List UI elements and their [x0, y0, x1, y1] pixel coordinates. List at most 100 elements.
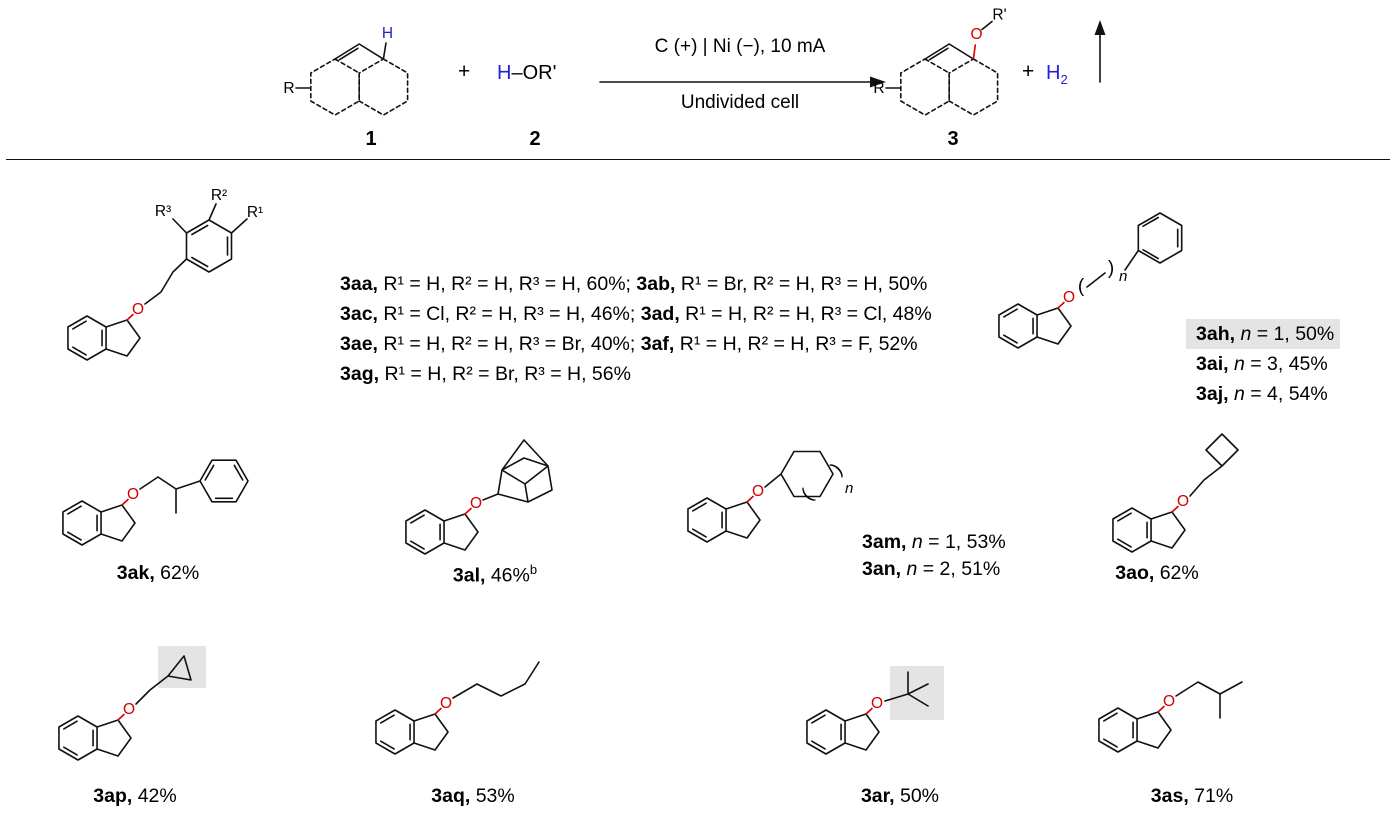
- o-rprime-bond: [981, 20, 993, 31]
- yield-text: 50%: [894, 785, 940, 807]
- up-arrow-head: [1094, 20, 1106, 35]
- tert-butyl-bonds: [884, 671, 929, 707]
- compound-label-3ao: 3ao, 62%: [1057, 562, 1257, 585]
- yield-text: = 1, 53%: [922, 531, 1006, 553]
- n-var: n: [906, 558, 918, 580]
- isobutyl-chain: [1175, 681, 1243, 719]
- r-group-label: R: [283, 80, 294, 97]
- structure-product-3: R O R': [873, 7, 1007, 116]
- open-paren: (: [1078, 276, 1085, 297]
- butyl-chain: [452, 661, 540, 699]
- compound-label-3aq: 3aq, 53%: [378, 785, 568, 808]
- n-var: n: [911, 531, 923, 553]
- compound-code: 3am,: [862, 531, 912, 553]
- o-atom-label: O: [123, 701, 135, 718]
- result-text: R¹ = H, R² = H, R³ = F, 52%: [679, 333, 918, 355]
- compound-code: 3aq,: [431, 785, 471, 807]
- yield-text: 62%: [154, 562, 200, 584]
- o-atom-label: O: [970, 26, 982, 43]
- allylic-h-label: H: [382, 25, 393, 42]
- result-text: R¹ = H, R² = H, R³ = Cl, 48%: [685, 303, 932, 325]
- structure-3ar: O: [806, 666, 944, 755]
- structure-3ah-core: O ( ) n: [998, 212, 1183, 349]
- compound-code: 3af,: [640, 333, 680, 355]
- compound-number-1: 1: [365, 128, 377, 150]
- result-text: R¹ = H, R² = H, R³ = H, 60%;: [383, 273, 637, 295]
- n-var: n: [1233, 383, 1245, 405]
- compound-code: 3as,: [1150, 785, 1189, 807]
- compound-code: 3ao,: [1115, 562, 1155, 584]
- structure-3aa-core: O R³ R² R¹: [67, 187, 263, 361]
- n-repeat-label: n: [845, 480, 853, 497]
- compound-code: 3an,: [862, 558, 907, 580]
- reagent-2-formula: H–OR': [497, 62, 556, 85]
- h2-byproduct-label: H2: [1046, 62, 1068, 87]
- aromatic-inner-bonds: [191, 224, 229, 268]
- footnote-marker: b: [529, 562, 538, 577]
- n-var: n: [1233, 353, 1245, 375]
- highlight-box: [890, 666, 944, 720]
- highlight-box: [158, 646, 206, 688]
- structure-3as: O: [1098, 681, 1243, 753]
- compound-code: 3ai,: [1196, 353, 1234, 375]
- phenyl-ring: [199, 459, 249, 503]
- open-paren: (: [797, 485, 817, 505]
- structure-3ak: O: [62, 459, 249, 546]
- result-text: = 1, 50%: [1251, 323, 1335, 345]
- result-3ah: 3ah, n = 1, 50%: [1186, 319, 1341, 349]
- n-var: n: [1240, 323, 1252, 345]
- result-text: R¹ = Br, R² = H, R³ = H, 50%: [680, 273, 928, 295]
- linker-and-substituent-bonds: [144, 203, 248, 305]
- compound-labels-3am-3an: 3am, n = 1, 53% 3an, n = 2, 51%: [862, 529, 1006, 583]
- result-text: = 3, 45%: [1244, 353, 1328, 375]
- compound-code: 3ak,: [116, 562, 155, 584]
- yield-text: = 2, 51%: [917, 558, 1001, 580]
- chain-and-cyclobutane: [1189, 433, 1239, 497]
- indane-skeleton: [998, 301, 1072, 349]
- compound-label-3ak: 3ak, 62%: [58, 562, 258, 585]
- chain-and-cyclopropane: [135, 655, 192, 705]
- n-repeat-label: n: [1119, 268, 1127, 285]
- result-text: R¹ = H, R² = H, R³ = Br, 40%;: [383, 333, 641, 355]
- result-text: R¹ = Cl, R² = H, R³ = H, 46%;: [383, 303, 641, 325]
- o-atom-label: O: [1063, 289, 1075, 306]
- cycloalkane-ring: [780, 450, 834, 498]
- structure-3ap: O: [58, 646, 206, 761]
- result-line-2: 3ac, R¹ = Cl, R² = H, R³ = H, 46%; 3ad, …: [340, 303, 932, 333]
- result-text: R¹ = H, R² = Br, R³ = H, 56%: [384, 363, 631, 385]
- generic-ring-right: [948, 58, 999, 116]
- o-atom-label: O: [871, 695, 883, 712]
- h2-subscript: 2: [1060, 72, 1068, 87]
- or-prime-label: –OR': [511, 62, 557, 84]
- arrow-head: [870, 76, 886, 88]
- r-prime-label: R': [992, 7, 1006, 24]
- h-atom-label: H: [497, 62, 512, 84]
- o-atom-label: O: [1177, 493, 1189, 510]
- row1-results-text: 3aa, R¹ = H, R² = H, R³ = H, 60%; 3ab, R…: [340, 273, 932, 393]
- double-bond-inner: [928, 47, 949, 61]
- benzyl-series-results: 3ah, n = 1, 50% 3ai, n = 3, 45% 3aj, n =…: [1186, 319, 1341, 409]
- plus-sign: +: [458, 60, 471, 83]
- compound-code: 3ah,: [1196, 323, 1241, 345]
- indane-skeleton: [806, 707, 880, 755]
- yield-text: 71%: [1188, 785, 1234, 807]
- plus-sign-h2: +: [1022, 60, 1035, 83]
- indane-skeleton: [1098, 705, 1172, 753]
- r-group-label: R: [873, 80, 884, 97]
- compound-code: 3ae,: [340, 333, 384, 355]
- indane-skeleton: [375, 707, 449, 755]
- structure-3al: O: [405, 439, 553, 555]
- structure-3ao: O: [1112, 433, 1239, 553]
- aryl-ring: [185, 219, 233, 273]
- yield-text: 46%: [485, 564, 530, 587]
- structure-substrate-1: R H: [283, 25, 409, 116]
- structure-3am: O ( ) n: [687, 450, 853, 543]
- chain-bonds: [139, 476, 201, 514]
- yield-text: 62%: [1154, 562, 1199, 584]
- linker-bonds: [1086, 249, 1140, 288]
- indane-skeleton: [67, 313, 141, 361]
- compound-code: 3ap,: [93, 785, 133, 807]
- yield-text: 53%: [470, 785, 515, 807]
- phenyl-ring: [1137, 212, 1183, 264]
